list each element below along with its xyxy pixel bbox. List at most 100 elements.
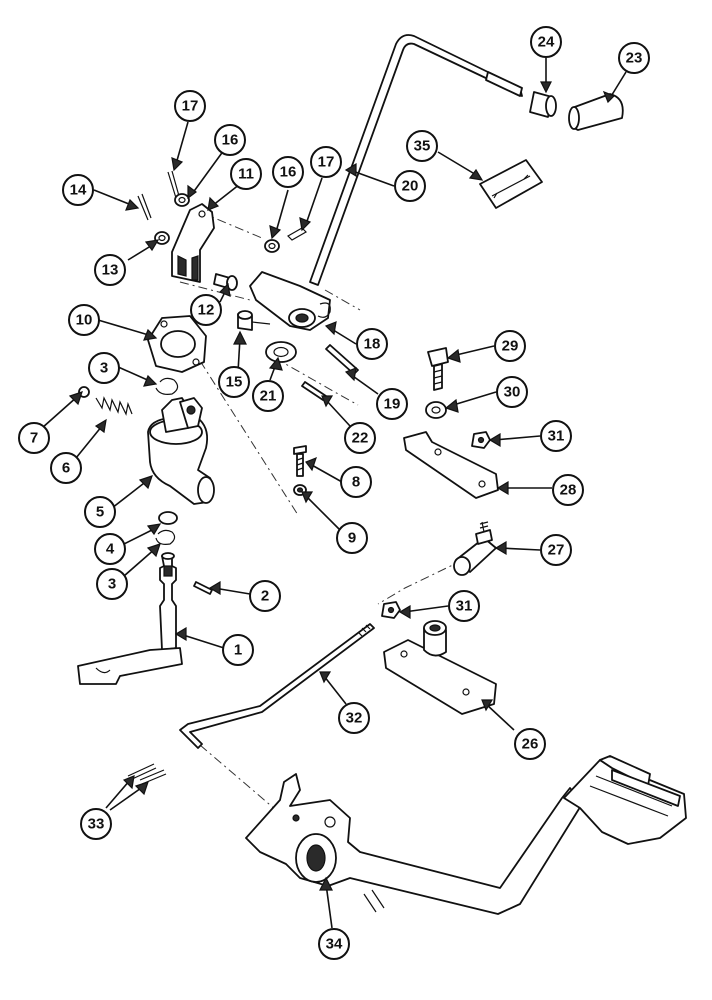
shaft-pin	[193, 581, 213, 595]
shift-pattern-decal	[479, 159, 543, 209]
callout-8: 8	[340, 466, 372, 498]
large-washer	[265, 341, 297, 363]
callout-31: 31	[448, 590, 480, 622]
ball-joint	[453, 521, 497, 576]
callout-number: 31	[548, 428, 565, 445]
o-ring	[158, 511, 178, 525]
callout-4: 4	[94, 533, 126, 565]
callout-20: 20	[394, 170, 426, 202]
callout-number: 23	[626, 50, 643, 67]
callout-11: 11	[230, 158, 262, 190]
callout-24: 24	[530, 26, 562, 58]
callout-number: 2	[261, 588, 269, 605]
clutch-pedal	[245, 755, 687, 915]
callout-23: 23	[618, 42, 650, 74]
callout-number: 35	[414, 138, 431, 155]
selector-stud	[237, 310, 271, 331]
cotter-pins	[137, 170, 307, 241]
pivot-base-plate	[383, 620, 497, 715]
callout-number: 32	[346, 710, 363, 727]
callout-18: 18	[356, 328, 388, 360]
callout-number: 26	[522, 736, 539, 753]
callout-number: 13	[102, 262, 119, 279]
callout-14: 14	[62, 174, 94, 206]
callout-number: 1	[234, 642, 242, 659]
selector-housing	[147, 397, 215, 505]
mounting-plate	[403, 431, 499, 499]
callout-number: 31	[456, 598, 473, 615]
callout-number: 24	[538, 34, 555, 51]
detent-spring	[95, 396, 133, 416]
callout-number: 17	[182, 98, 199, 115]
callout-number: 4	[106, 541, 115, 558]
callout-33: 33	[80, 808, 112, 840]
callout-number: 8	[352, 474, 360, 491]
callout-number: 7	[30, 430, 38, 447]
knob-bushing	[529, 91, 557, 118]
leader-lines	[41, 58, 627, 929]
callout-17: 17	[174, 90, 206, 122]
callout-30: 30	[496, 376, 528, 408]
callout-number: 20	[402, 178, 419, 195]
callout-12: 12	[190, 294, 222, 326]
callout-number: 16	[280, 164, 297, 181]
callout-16: 16	[214, 124, 246, 156]
callout-number: 12	[198, 302, 215, 319]
cover-gasket	[147, 315, 207, 373]
callout-number: 16	[222, 132, 239, 149]
callout-number: 6	[62, 460, 70, 477]
callout-number: 17	[318, 154, 335, 171]
callout-number: 29	[502, 338, 519, 355]
callout-28: 28	[552, 474, 584, 506]
callout-17: 17	[310, 146, 342, 178]
callout-27: 27	[540, 534, 572, 566]
callout-15: 15	[218, 366, 250, 398]
callout-number: 9	[348, 530, 356, 547]
callout-7: 7	[18, 422, 50, 454]
callout-22: 22	[344, 422, 376, 454]
callout-13: 13	[94, 254, 126, 286]
selector-arm	[249, 271, 331, 331]
hex-bolt-large	[427, 347, 449, 391]
callout-5: 5	[84, 496, 116, 528]
callout-number: 15	[226, 374, 243, 391]
roll-pins	[301, 344, 359, 401]
callout-number: 3	[100, 360, 108, 377]
callout-31: 31	[540, 420, 572, 452]
callout-19: 19	[376, 388, 408, 420]
callout-number: 5	[96, 504, 104, 521]
linkage-rod	[179, 623, 375, 749]
callout-2: 2	[249, 580, 281, 612]
callout-9: 9	[336, 522, 368, 554]
shift-shaft	[77, 552, 183, 685]
flat-washer	[425, 401, 447, 419]
shift-lever-rod	[309, 34, 523, 286]
lever-knob	[568, 93, 624, 131]
washers-small	[154, 193, 280, 253]
callout-3: 3	[88, 352, 120, 384]
callout-number: 30	[504, 384, 521, 401]
callout-number: 18	[364, 336, 381, 353]
callout-number: 28	[560, 482, 577, 499]
callout-29: 29	[494, 330, 526, 362]
callout-number: 33	[88, 816, 105, 833]
callout-10: 10	[68, 304, 100, 336]
callout-number: 14	[70, 182, 87, 199]
callout-number: 21	[260, 388, 277, 405]
callout-21: 21	[252, 380, 284, 412]
callout-number: 34	[326, 936, 343, 953]
hex-bolt-small	[293, 445, 307, 477]
callout-1: 1	[222, 634, 254, 666]
hex-nuts	[381, 431, 491, 619]
callout-26: 26	[514, 728, 546, 760]
callout-32: 32	[338, 702, 370, 734]
callout-number: 10	[76, 312, 93, 329]
callout-16: 16	[272, 156, 304, 188]
callout-number: 27	[548, 542, 565, 559]
callout-number: 22	[352, 430, 369, 447]
pivot-bracket	[171, 203, 215, 283]
callout-number: 3	[108, 576, 116, 593]
callout-6: 6	[50, 452, 82, 484]
callout-3: 3	[96, 568, 128, 600]
